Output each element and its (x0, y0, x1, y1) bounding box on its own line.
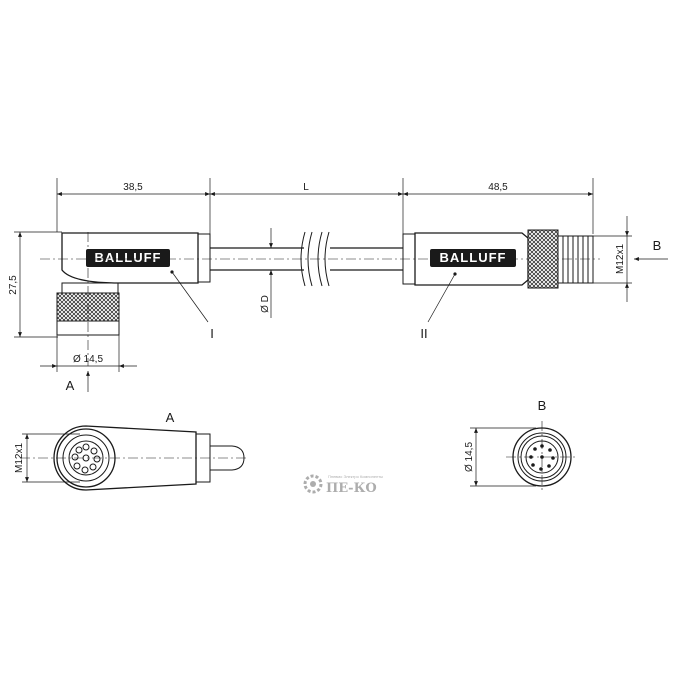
brand-label-left-bg (86, 249, 170, 267)
dimension-m12x1-right: M12x1 (615, 244, 626, 274)
plug-pins-b (529, 444, 555, 471)
knurled-nut-right (527, 229, 559, 289)
watermark-subtitle: Пневмо Электро Компоненты (328, 474, 383, 479)
dimension-l: L (303, 182, 309, 193)
callout-part-1: I (210, 326, 214, 341)
watermark-text: ПЕ-КО (326, 481, 377, 496)
diameter-left-dimension: Ø 14,5 (40, 335, 137, 372)
dimension-diameter-14-5-view-b: Ø 14,5 (464, 442, 475, 472)
socket-pins-a (71, 443, 101, 474)
part-callouts: I II (171, 271, 456, 341)
top-dimension-chain: 38,5 L 48,5 (56, 178, 594, 234)
gear-icon (303, 474, 323, 494)
straight-connector-male: BALLUFF (402, 229, 594, 289)
view-arrow-a-label: A (66, 378, 75, 393)
dimension-48-5: 48,5 (488, 182, 508, 193)
dimension-cable-diameter: Ø D (260, 295, 271, 313)
angled-connector-female: BALLUFF (56, 232, 211, 366)
view-arrow-a: A (66, 371, 90, 393)
cable (40, 231, 600, 287)
view-arrow-b: B (634, 238, 668, 261)
brand-logo-left: BALLUFF (95, 250, 162, 265)
brand-label-right-bg (430, 249, 516, 267)
view-b-title: B (538, 398, 547, 413)
callout-part-2: II (420, 326, 427, 341)
cable-diameter-dimension: Ø D (260, 228, 273, 318)
brand-logo-right: BALLUFF (440, 250, 507, 265)
dimension-diameter-14-5-left: Ø 14,5 (73, 354, 103, 365)
thread-right-dimension: M12x1 (593, 216, 632, 302)
dimension-27-5: 27,5 (8, 275, 19, 295)
side-view: 38,5 L 48,5 27,5 BALLUFF (8, 178, 668, 393)
view-b: B Ø 14,5 (464, 398, 578, 493)
view-arrow-b-label: B (653, 238, 662, 253)
dimension-m12x1-view-a: M12x1 (14, 443, 25, 473)
watermark-logo: Пневмо Электро Компоненты ПЕ-КО (303, 474, 383, 496)
dimension-38-5: 38,5 (123, 182, 143, 193)
view-a-title: A (166, 410, 175, 425)
height-dimension: 27,5 (8, 231, 62, 338)
view-a: A M12x1 (14, 410, 246, 491)
